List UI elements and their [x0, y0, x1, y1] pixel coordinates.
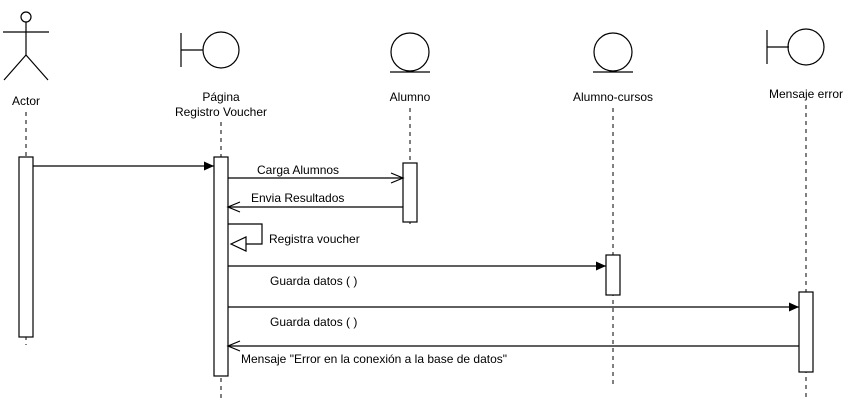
actor-stick-figure-icon — [3, 11, 49, 81]
entity-icon — [593, 32, 633, 73]
activation-pagina — [213, 156, 229, 377]
message-label: Registra voucher — [269, 232, 360, 246]
message-label: Carga Alumnos — [257, 163, 339, 177]
participant-label-alumno: Alumno — [390, 90, 431, 104]
boundary-icon — [766, 28, 825, 66]
activation-actor — [18, 156, 34, 338]
participant-label-pagina-line2: Registro Voucher — [175, 105, 267, 119]
participant-mensaje-error: Mensaje error — [766, 28, 843, 101]
activation-mensaje-error — [798, 291, 814, 373]
participant-label-actor: Actor — [12, 94, 40, 108]
message-mensaje-error-return: Mensaje "Error en la conexión a la base … — [226, 340, 799, 366]
participant-alumno-cursos: Alumno-cursos — [573, 32, 653, 104]
participant-label-pagina-line1: Página — [202, 90, 240, 104]
message-label: Guarda datos ( ) — [270, 274, 357, 288]
entity-icon — [390, 32, 430, 73]
message-guarda-datos-alumno-cursos: Guarda datos ( ) — [228, 261, 606, 288]
message-label: Mensaje "Error en la conexión a la base … — [241, 352, 507, 366]
message-envia-resultados: Envia Resultados — [226, 191, 403, 213]
participant-label-mensaje-error: Mensaje error — [769, 87, 843, 101]
participant-alumno: Alumno — [390, 32, 431, 104]
message-guarda-datos-mensaje-error: Guarda datos ( ) — [228, 302, 799, 329]
participant-actor: Actor — [3, 11, 49, 108]
message-label: Envia Resultados — [251, 191, 344, 205]
activation-alumno — [402, 162, 418, 223]
boundary-icon — [180, 31, 240, 69]
activation-alumno-cursos — [605, 254, 621, 296]
participant-pagina: Página Registro Voucher — [175, 31, 267, 119]
message-actor-to-pagina — [33, 161, 214, 171]
message-carga-alumnos: Carga Alumnos — [228, 163, 405, 184]
message-label: Guarda datos ( ) — [270, 315, 357, 329]
message-registra-voucher: Registra voucher — [228, 223, 360, 252]
participant-label-alumno-cursos: Alumno-cursos — [573, 90, 653, 104]
